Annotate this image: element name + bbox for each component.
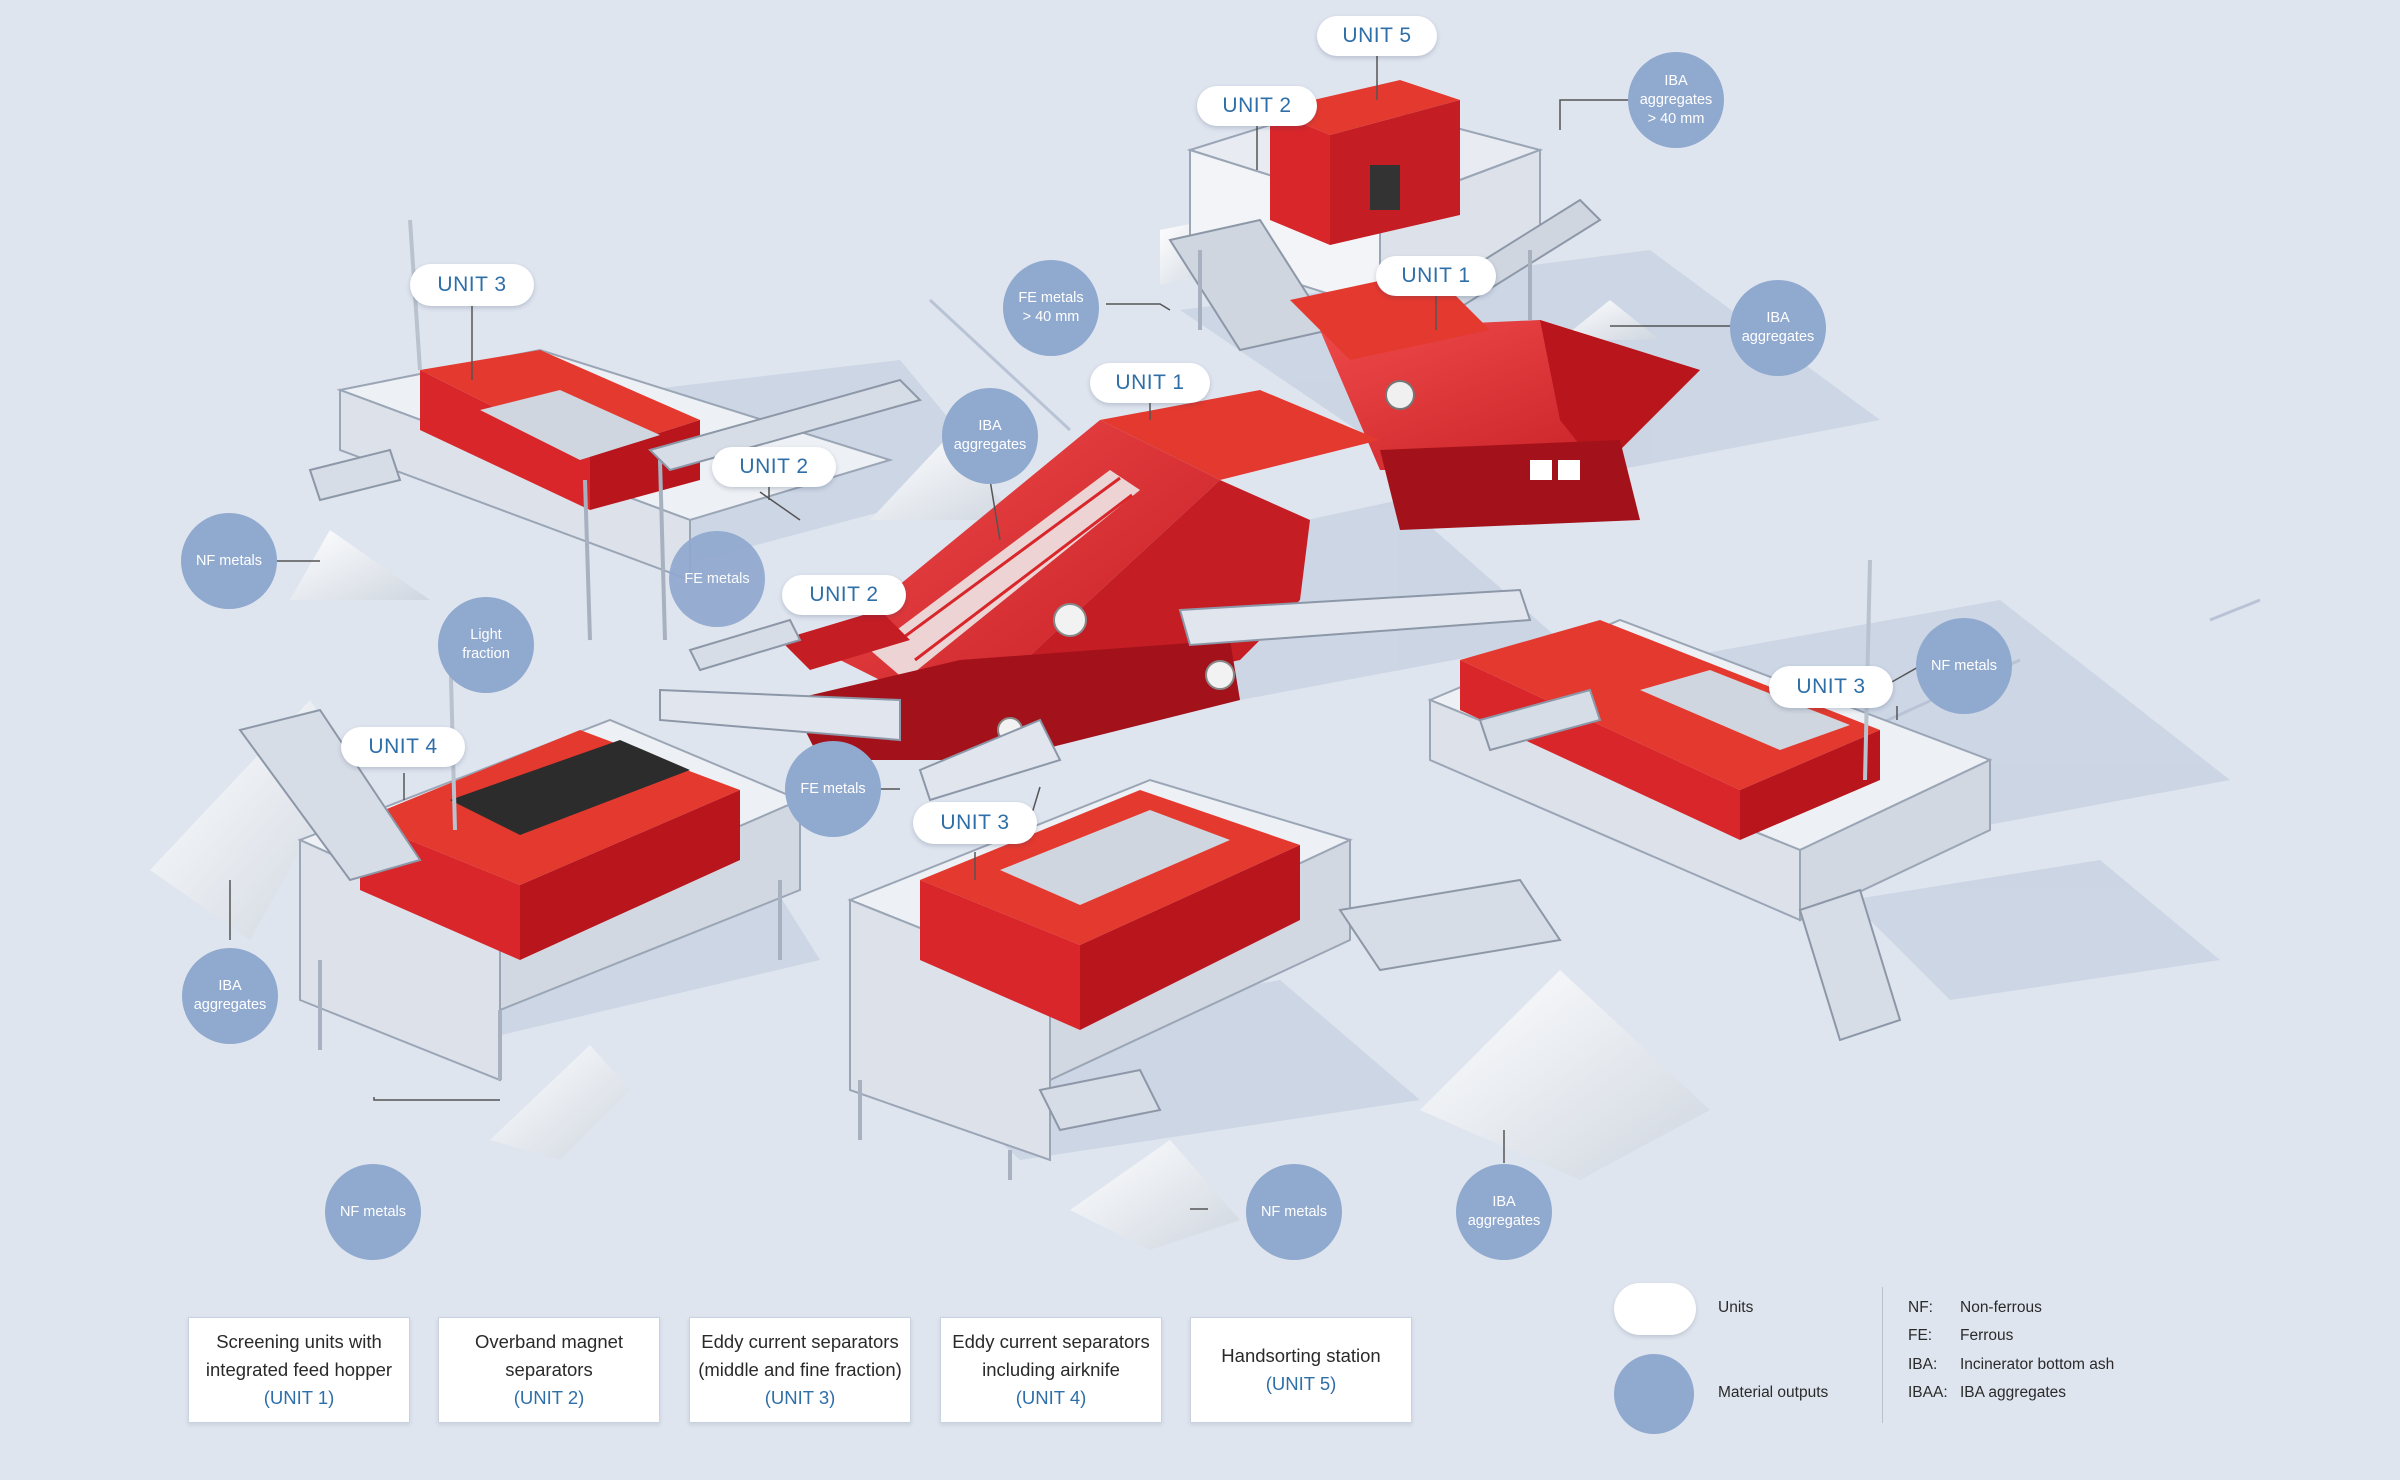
box-unit4-line2: including airknife — [982, 1359, 1120, 1380]
abbr-key-iba: IBA: — [1908, 1356, 1938, 1373]
box-unit4: Eddy current separators including airkni… — [940, 1317, 1162, 1423]
output-fe-metals-center: FE metals — [785, 741, 881, 837]
output-iba-aggregates-top-right: IBA aggregates — [1730, 280, 1826, 376]
output-iba-aggregates-mid: IBA aggregates — [942, 388, 1038, 484]
box-unit3-line2: (middle and fine fraction) — [698, 1359, 902, 1380]
unit2-pill-mid: UNIT 2 — [712, 447, 836, 487]
output-fe-metals-mid: FE metals — [669, 531, 765, 627]
legend-units-label: Units — [1718, 1299, 1754, 1316]
abbr-key-fe: FE: — [1908, 1327, 1933, 1344]
box-unit1-line1: Screening units with — [216, 1331, 382, 1352]
box-unit2-line2: separators — [505, 1359, 593, 1380]
legend-units-swatch — [1614, 1283, 1696, 1335]
box-unit3: Eddy current separators (middle and fine… — [689, 1317, 911, 1423]
box-unit5: Handsorting station (UNIT 5) — [1190, 1317, 1412, 1423]
output-nf-metals-left: NF metals — [181, 513, 277, 609]
legend-outputs-swatch — [1614, 1354, 1694, 1434]
unit4-pill: UNIT 4 — [341, 727, 465, 767]
unit4-machine — [238, 639, 803, 1082]
box-unit4-unit: (UNIT 4) — [1015, 1387, 1087, 1408]
output-nf-metals-bottom-left: NF metals — [325, 1164, 421, 1260]
box-unit3-line1: Eddy current separators — [701, 1331, 899, 1352]
abbr-value-fe: Ferrous — [1960, 1327, 2014, 1344]
legend-divider — [1882, 1287, 1883, 1423]
cabin-window — [1370, 165, 1400, 210]
unit5-pill: UNIT 5 — [1317, 16, 1437, 56]
box-unit5-line1: Handsorting station — [1221, 1345, 1381, 1366]
unit2-center-machine — [688, 610, 910, 672]
unit3-left-machine — [308, 219, 922, 641]
unit3-right-machine — [1427, 559, 1993, 1042]
box-unit1: Screening units with integrated feed hop… — [188, 1317, 410, 1423]
box-unit5-unit: (UNIT 5) — [1265, 1373, 1337, 1394]
unit3-pill-left: UNIT 3 — [410, 264, 534, 306]
legend-outputs-label: Material outputs — [1718, 1384, 1829, 1401]
box-unit2-line1: Overband magnet — [474, 1331, 624, 1352]
output-light-fraction: Light fraction — [438, 597, 534, 693]
unit2-pill-top: UNIT 2 — [1197, 86, 1317, 126]
unit2-pill-center: UNIT 2 — [782, 575, 906, 615]
box-unit1-line2: integrated feed hopper — [205, 1359, 393, 1380]
output-nf-metals-right: NF metals — [1916, 618, 2012, 714]
box-unit1-unit: (UNIT 1) — [263, 1387, 335, 1408]
unit3-pill-center: UNIT 3 — [913, 802, 1037, 844]
output-fe-metals-40mm: FE metals > 40 mm — [1003, 260, 1099, 356]
unit1-center-machine — [659, 390, 1532, 802]
box-unit2: Overband magnet separators (UNIT 2) — [438, 1317, 660, 1423]
box-unit4-line1: Eddy current separators — [952, 1331, 1150, 1352]
abbr-key-ibaa: IBAA: — [1908, 1384, 1948, 1401]
unit3-pill-right: UNIT 3 — [1769, 666, 1893, 708]
output-iba-aggregates-bottom-right: IBA aggregates — [1456, 1164, 1552, 1260]
output-iba-aggregates-left-bottom: IBA aggregates — [182, 948, 278, 1044]
abbr-value-nf: Non-ferrous — [1960, 1299, 2042, 1316]
abbr-value-ibaa: IBA aggregates — [1960, 1384, 2066, 1401]
output-iba-aggregates-40mm: IBA aggregates > 40 mm — [1628, 52, 1724, 148]
output-nf-metals-bottom-center: NF metals — [1246, 1164, 1342, 1260]
unit1-pill-center: UNIT 1 — [1090, 363, 1210, 403]
material-piles — [150, 220, 1710, 1250]
abbr-key-nf: NF: — [1908, 1299, 1933, 1316]
abbr-value-iba: Incinerator bottom ash — [1960, 1356, 2115, 1373]
unit3-center-machine — [847, 778, 1562, 1180]
box-unit3-unit: (UNIT 3) — [764, 1387, 836, 1408]
box-unit2-unit: (UNIT 2) — [513, 1387, 585, 1408]
unit1-pill-top: UNIT 1 — [1376, 256, 1496, 296]
